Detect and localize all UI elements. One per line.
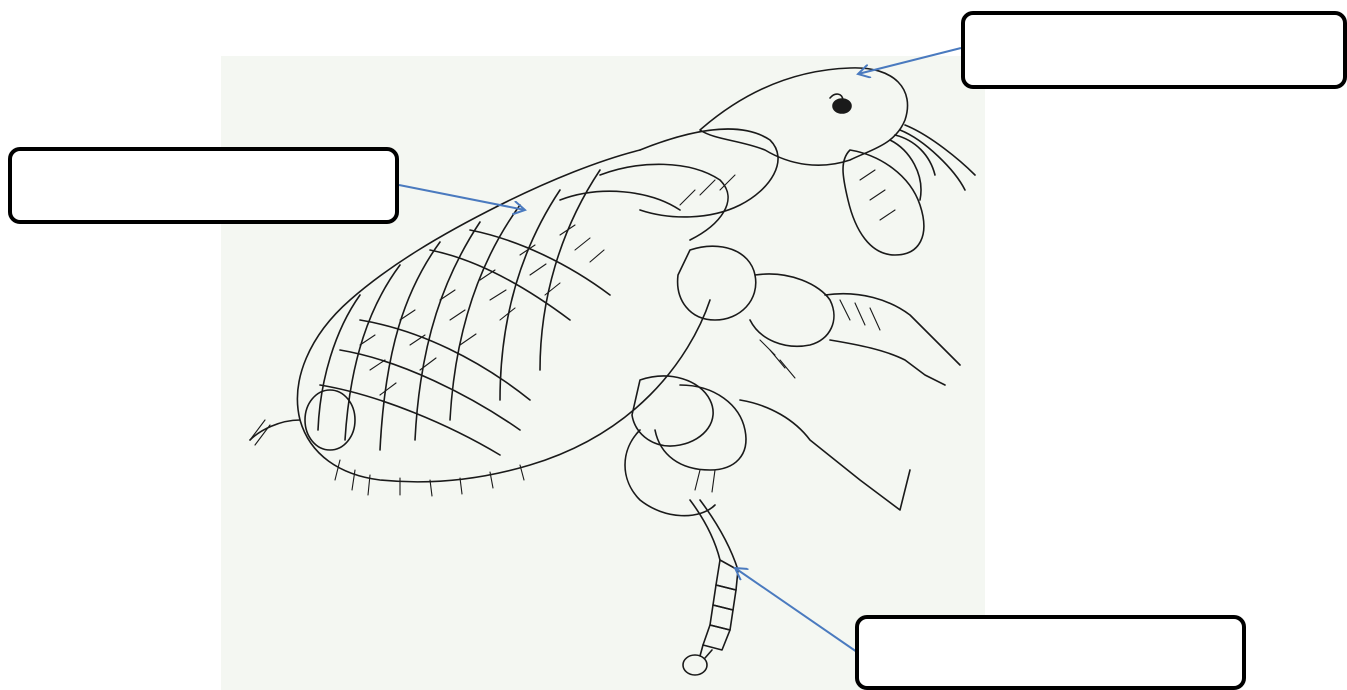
arrow-body-label — [399, 185, 525, 210]
flea-head — [700, 68, 908, 165]
label-box-head[interactable] — [961, 11, 1347, 89]
arrow-head-label — [858, 48, 961, 74]
arrow-leg-label — [735, 568, 857, 652]
flea-eye — [833, 99, 851, 113]
label-box-body[interactable] — [8, 147, 399, 224]
label-box-leg[interactable] — [855, 615, 1246, 690]
